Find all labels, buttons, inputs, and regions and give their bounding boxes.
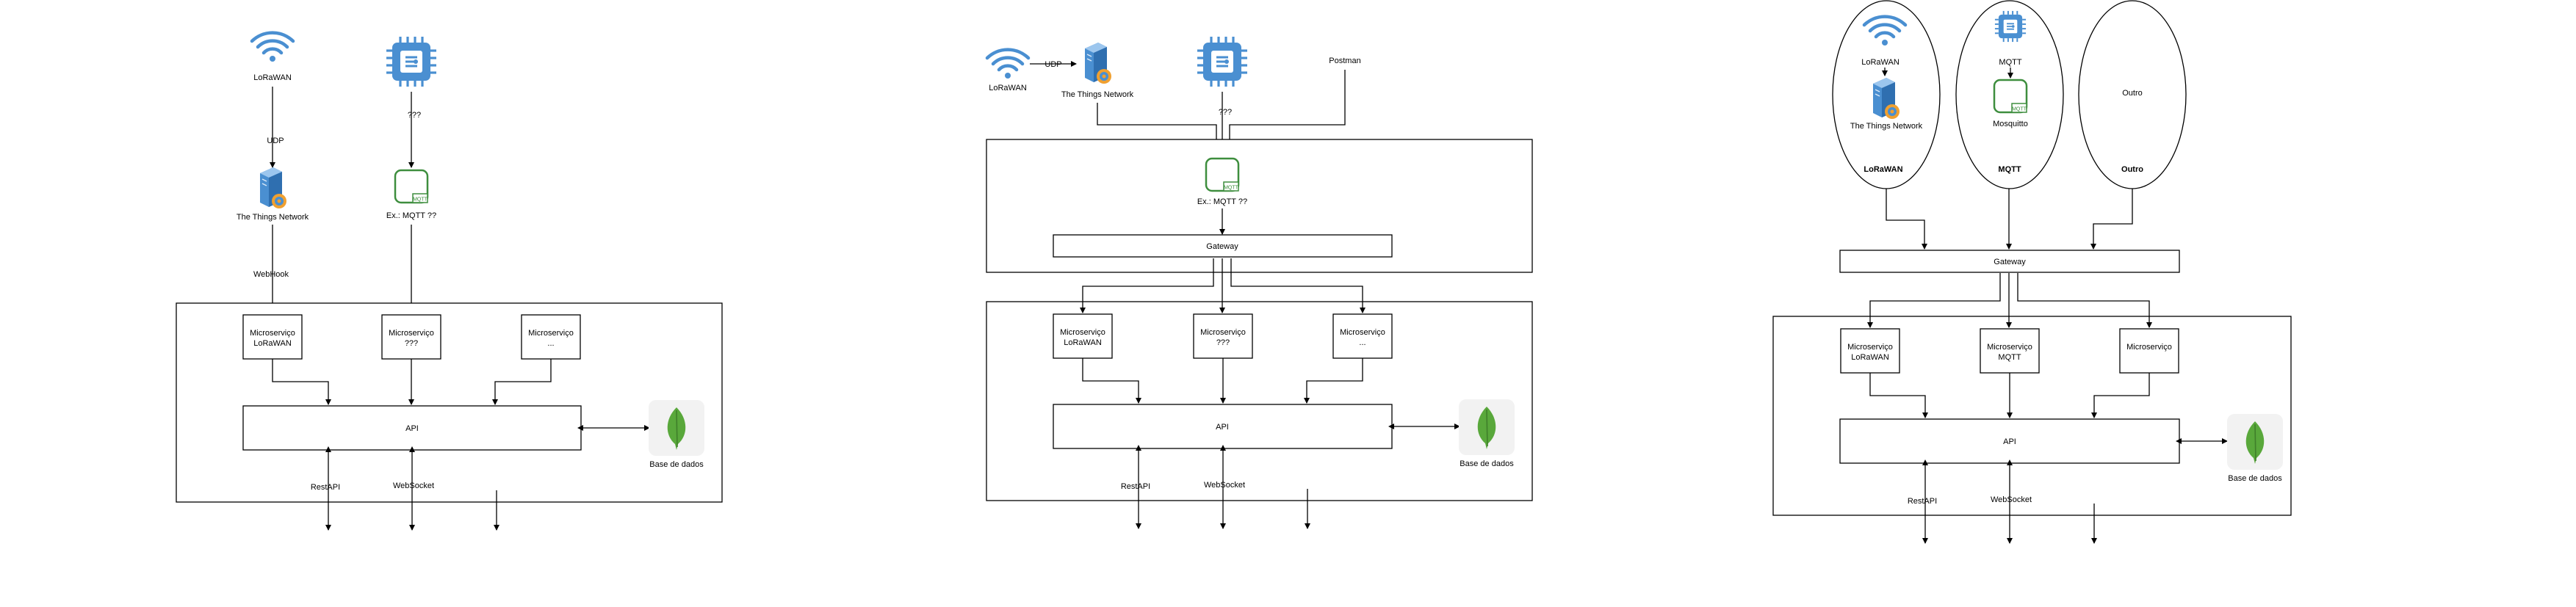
restapi-label: RestAPI bbox=[311, 483, 340, 492]
diagram-2: LoRaWAN UDP The Things Network ??? Postm… bbox=[986, 35, 1533, 529]
ms1-line1: Microserviço bbox=[1060, 328, 1105, 337]
diagram-1: LoRaWAN UDP The Things Network WebHook ?… bbox=[176, 33, 723, 531]
unknown-label: ??? bbox=[1219, 108, 1232, 117]
websocket-label: WebSocket bbox=[1991, 495, 2032, 504]
ms3-line2: ... bbox=[1359, 338, 1365, 347]
mongodb-icon bbox=[1458, 399, 1515, 456]
ms1-line1: Microserviço bbox=[250, 329, 295, 338]
ttn-label: The Things Network bbox=[237, 213, 309, 222]
api-box bbox=[242, 405, 582, 451]
mqtt-icon bbox=[1993, 79, 2028, 114]
chip-icon bbox=[1994, 10, 2027, 43]
gateway-label: Gateway bbox=[1994, 258, 2026, 266]
microservice-unknown bbox=[381, 314, 441, 360]
mongodb-icon bbox=[2226, 413, 2284, 470]
webhook-label: WebHook bbox=[253, 270, 289, 279]
unknown-label: ??? bbox=[408, 111, 421, 120]
group1-label: LoRaWAN bbox=[1864, 165, 1902, 174]
restapi-label: RestAPI bbox=[1121, 482, 1150, 491]
gateway-box bbox=[1839, 250, 2180, 273]
ms1-line1: Microserviço bbox=[1847, 343, 1893, 352]
ms2-line1: Microserviço bbox=[1200, 328, 1246, 337]
ms2-line2: ??? bbox=[405, 339, 418, 348]
ms1-line2: LoRaWAN bbox=[253, 339, 292, 348]
group3-label: Outro bbox=[2121, 165, 2143, 174]
ms1-line2: LoRaWAN bbox=[1851, 353, 1889, 362]
api-label: API bbox=[405, 424, 419, 433]
api-box bbox=[1053, 404, 1393, 449]
ms3-line1: Microserviço bbox=[1340, 328, 1385, 337]
diagram-3: LoRaWAN The Things Network LoRaWAN MQTT … bbox=[1772, 0, 2292, 544]
microservice-other bbox=[1332, 313, 1393, 359]
restapi-label: RestAPI bbox=[1908, 497, 1937, 506]
udp-label: UDP bbox=[1045, 60, 1061, 69]
gateway-box bbox=[1053, 234, 1393, 258]
ms2-line1: Microserviço bbox=[1987, 343, 2032, 352]
api-box bbox=[1839, 418, 2180, 464]
ttn-server-icon bbox=[259, 167, 287, 209]
db-label: Base de dados bbox=[649, 460, 704, 469]
chip-icon bbox=[385, 35, 438, 88]
udp-label: UDP bbox=[267, 137, 284, 145]
mqtt-ex-label: Ex.: MQTT ?? bbox=[386, 211, 436, 220]
lorawan-label: LoRaWAN bbox=[989, 84, 1027, 92]
postman-label: Postman bbox=[1329, 57, 1360, 65]
websocket-label: WebSocket bbox=[1204, 481, 1245, 490]
api-label: API bbox=[2003, 437, 2016, 446]
db-label: Base de dados bbox=[2228, 474, 2282, 483]
lorawan-label: LoRaWAN bbox=[1861, 58, 1899, 67]
api-label: API bbox=[1216, 423, 1229, 432]
chip-icon bbox=[1196, 35, 1249, 88]
mongodb-icon bbox=[648, 399, 705, 457]
ttn-server-icon bbox=[1084, 42, 1112, 84]
ms1-line2: LoRaWAN bbox=[1064, 338, 1102, 347]
outro-label: Outro bbox=[2122, 89, 2143, 98]
microservice-other bbox=[521, 314, 581, 360]
db-label: Base de dados bbox=[1460, 459, 1514, 468]
mqtt-icon bbox=[394, 169, 429, 204]
ms3-line1: Microserviço bbox=[2126, 343, 2172, 352]
websocket-label: WebSocket bbox=[393, 481, 434, 490]
mqtt-ex-label: Ex.: MQTT ?? bbox=[1197, 197, 1247, 206]
group2-label: MQTT bbox=[1998, 165, 2021, 174]
lorawan-label: LoRaWAN bbox=[253, 73, 292, 82]
ms2-line2: ??? bbox=[1216, 338, 1230, 347]
gateway-label: Gateway bbox=[1206, 242, 1238, 251]
ms2-line2: MQTT bbox=[1998, 353, 2021, 362]
ms2-line1: Microserviço bbox=[389, 329, 434, 338]
mqtt-small-label: MQTT bbox=[1999, 58, 2021, 67]
ms3-line1: Microserviço bbox=[528, 329, 574, 338]
wifi-icon bbox=[252, 33, 293, 62]
microservice-mqtt bbox=[1980, 328, 2040, 374]
wifi-icon bbox=[987, 50, 1028, 79]
ttn-label: The Things Network bbox=[1850, 122, 1923, 131]
microservice-lorawan bbox=[1053, 313, 1113, 359]
ms3-line2: ... bbox=[547, 339, 554, 348]
mosquitto-label: Mosquitto bbox=[1993, 120, 2028, 128]
mqtt-icon bbox=[1205, 157, 1240, 192]
ttn-label: The Things Network bbox=[1061, 90, 1134, 99]
microservice-lorawan bbox=[1840, 328, 1900, 374]
